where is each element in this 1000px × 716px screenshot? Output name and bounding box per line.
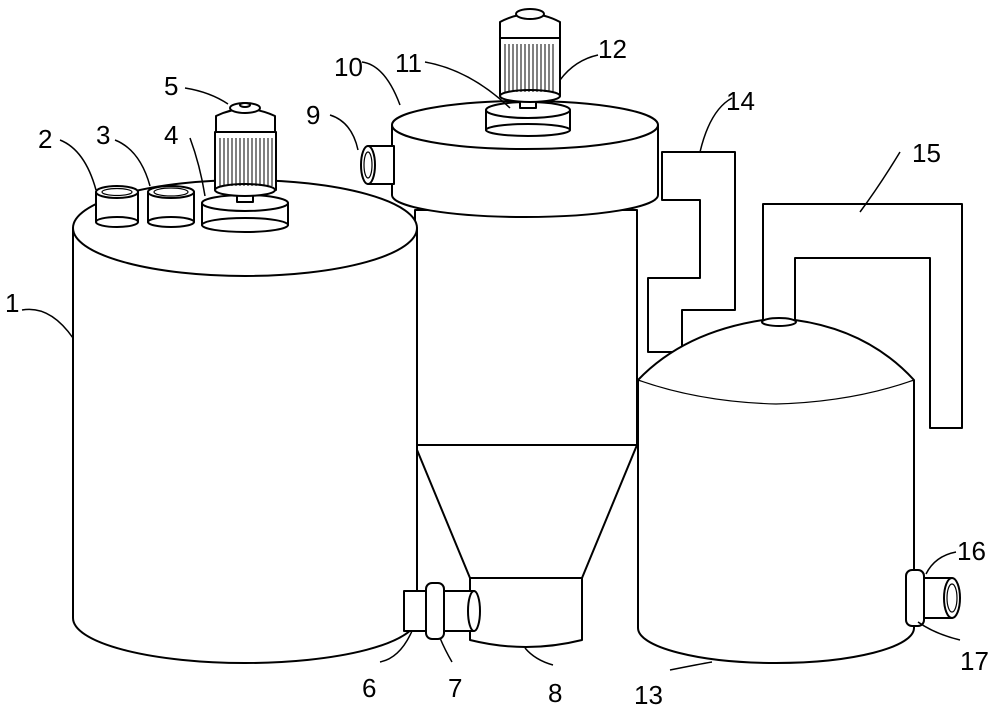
flange-17 [905, 569, 925, 627]
pipe-14 [647, 151, 736, 353]
label-17: 17 [960, 646, 989, 676]
label-14: 14 [726, 86, 755, 116]
tank-1 [72, 179, 418, 664]
label-11: 11 [395, 48, 422, 78]
inlet-9 [360, 145, 395, 185]
label-15: 15 [912, 138, 941, 168]
motor-12 [499, 8, 561, 109]
outlet-pipe-6 [403, 582, 481, 640]
label-7: 7 [448, 673, 462, 703]
leader-lines [21, 54, 961, 671]
tank-13 [637, 317, 915, 664]
label-13: 13 [634, 680, 663, 710]
outlet-16 [905, 569, 961, 627]
label-10: 10 [334, 52, 363, 82]
label-2: 2 [38, 124, 52, 154]
label-6: 6 [362, 673, 376, 703]
label-3: 3 [96, 120, 110, 150]
pipe-15 [762, 203, 963, 429]
label-9: 9 [306, 100, 320, 130]
label-12: 12 [598, 34, 627, 64]
flange-7 [425, 582, 445, 640]
label-16: 16 [957, 536, 986, 566]
port-2 [95, 185, 139, 228]
label-5: 5 [164, 71, 178, 101]
port-3 [147, 185, 195, 228]
motor-5 [214, 102, 277, 203]
label-8: 8 [548, 678, 562, 708]
reference-labels: 1 2 3 4 5 6 7 8 9 10 11 12 13 14 15 16 1… [5, 34, 989, 710]
label-1: 1 [5, 288, 19, 318]
separation-column [414, 209, 638, 648]
label-4: 4 [164, 120, 178, 150]
